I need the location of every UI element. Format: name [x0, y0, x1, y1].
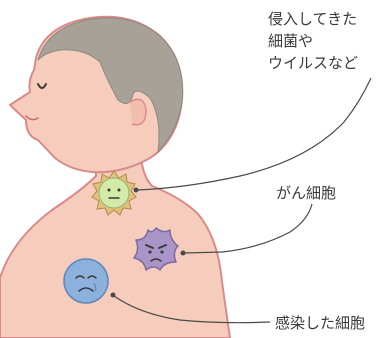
infected-cell-label: 感染した細胞	[275, 314, 365, 333]
infected-leader-dot	[111, 293, 116, 298]
ear	[130, 99, 146, 124]
infected-cell-icon	[64, 259, 108, 303]
cancer-cell-label: がん細胞	[276, 184, 336, 203]
invading-label-line-2: 細菌や	[268, 32, 313, 51]
cancer-leader-dot	[181, 251, 186, 256]
invading-label-line-1: 侵入してきた	[268, 10, 357, 29]
virus-leader-dot	[134, 188, 139, 193]
invading-label-line-3: ウイルスなど	[268, 54, 358, 73]
